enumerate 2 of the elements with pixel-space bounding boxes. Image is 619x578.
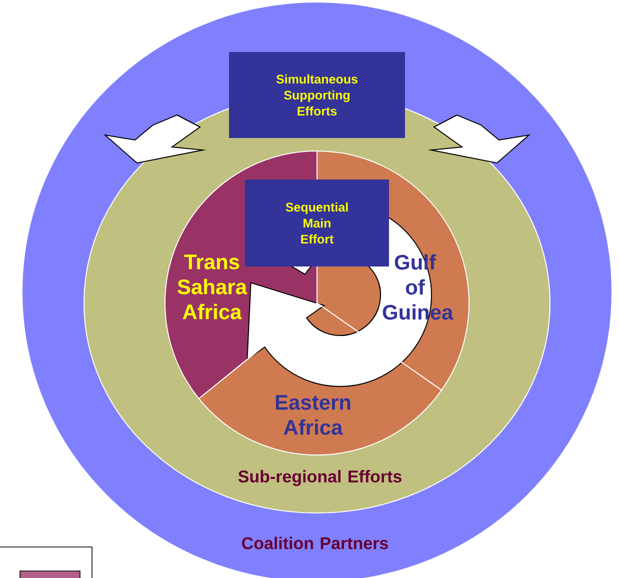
text-box: Simultaneous Supporting Efforts xyxy=(229,52,405,138)
text-box: Sequential Main Effort xyxy=(245,180,389,266)
